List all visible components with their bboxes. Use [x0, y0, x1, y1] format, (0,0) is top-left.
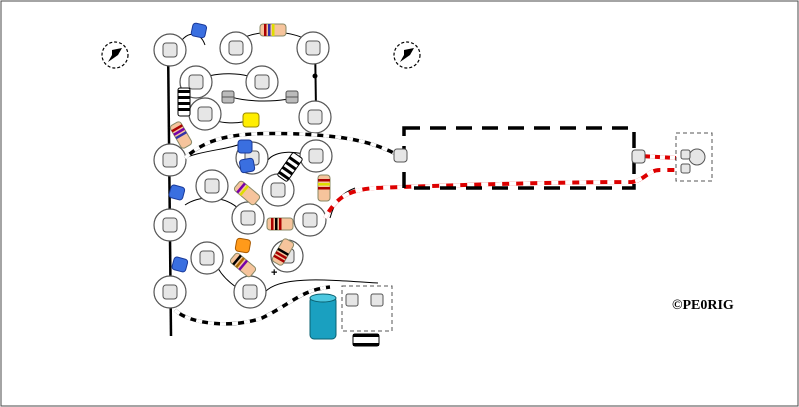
yellow-capacitor — [242, 112, 260, 128]
inductors — [177, 87, 380, 347]
copyright-credit: ©PE0RIG — [672, 298, 734, 313]
enclosure-pad-left — [393, 148, 408, 163]
orange-capacitor — [234, 237, 251, 254]
resistors — [169, 23, 331, 278]
electrolytic-capacitor — [309, 293, 337, 340]
junction-dot — [312, 73, 318, 79]
ceramic-capacitors — [168, 22, 256, 273]
regulator-outline — [341, 285, 393, 332]
mounting-hole-right — [393, 41, 421, 69]
shielded-wires — [173, 131, 399, 326]
mounting-hole-left — [101, 41, 129, 69]
enclosure-outline — [402, 126, 636, 190]
polarity-mark: + — [271, 267, 277, 279]
enclosure-pad-right — [631, 149, 646, 164]
trimmers — [221, 90, 299, 104]
coax-cable — [323, 154, 677, 219]
connector — [675, 132, 713, 182]
